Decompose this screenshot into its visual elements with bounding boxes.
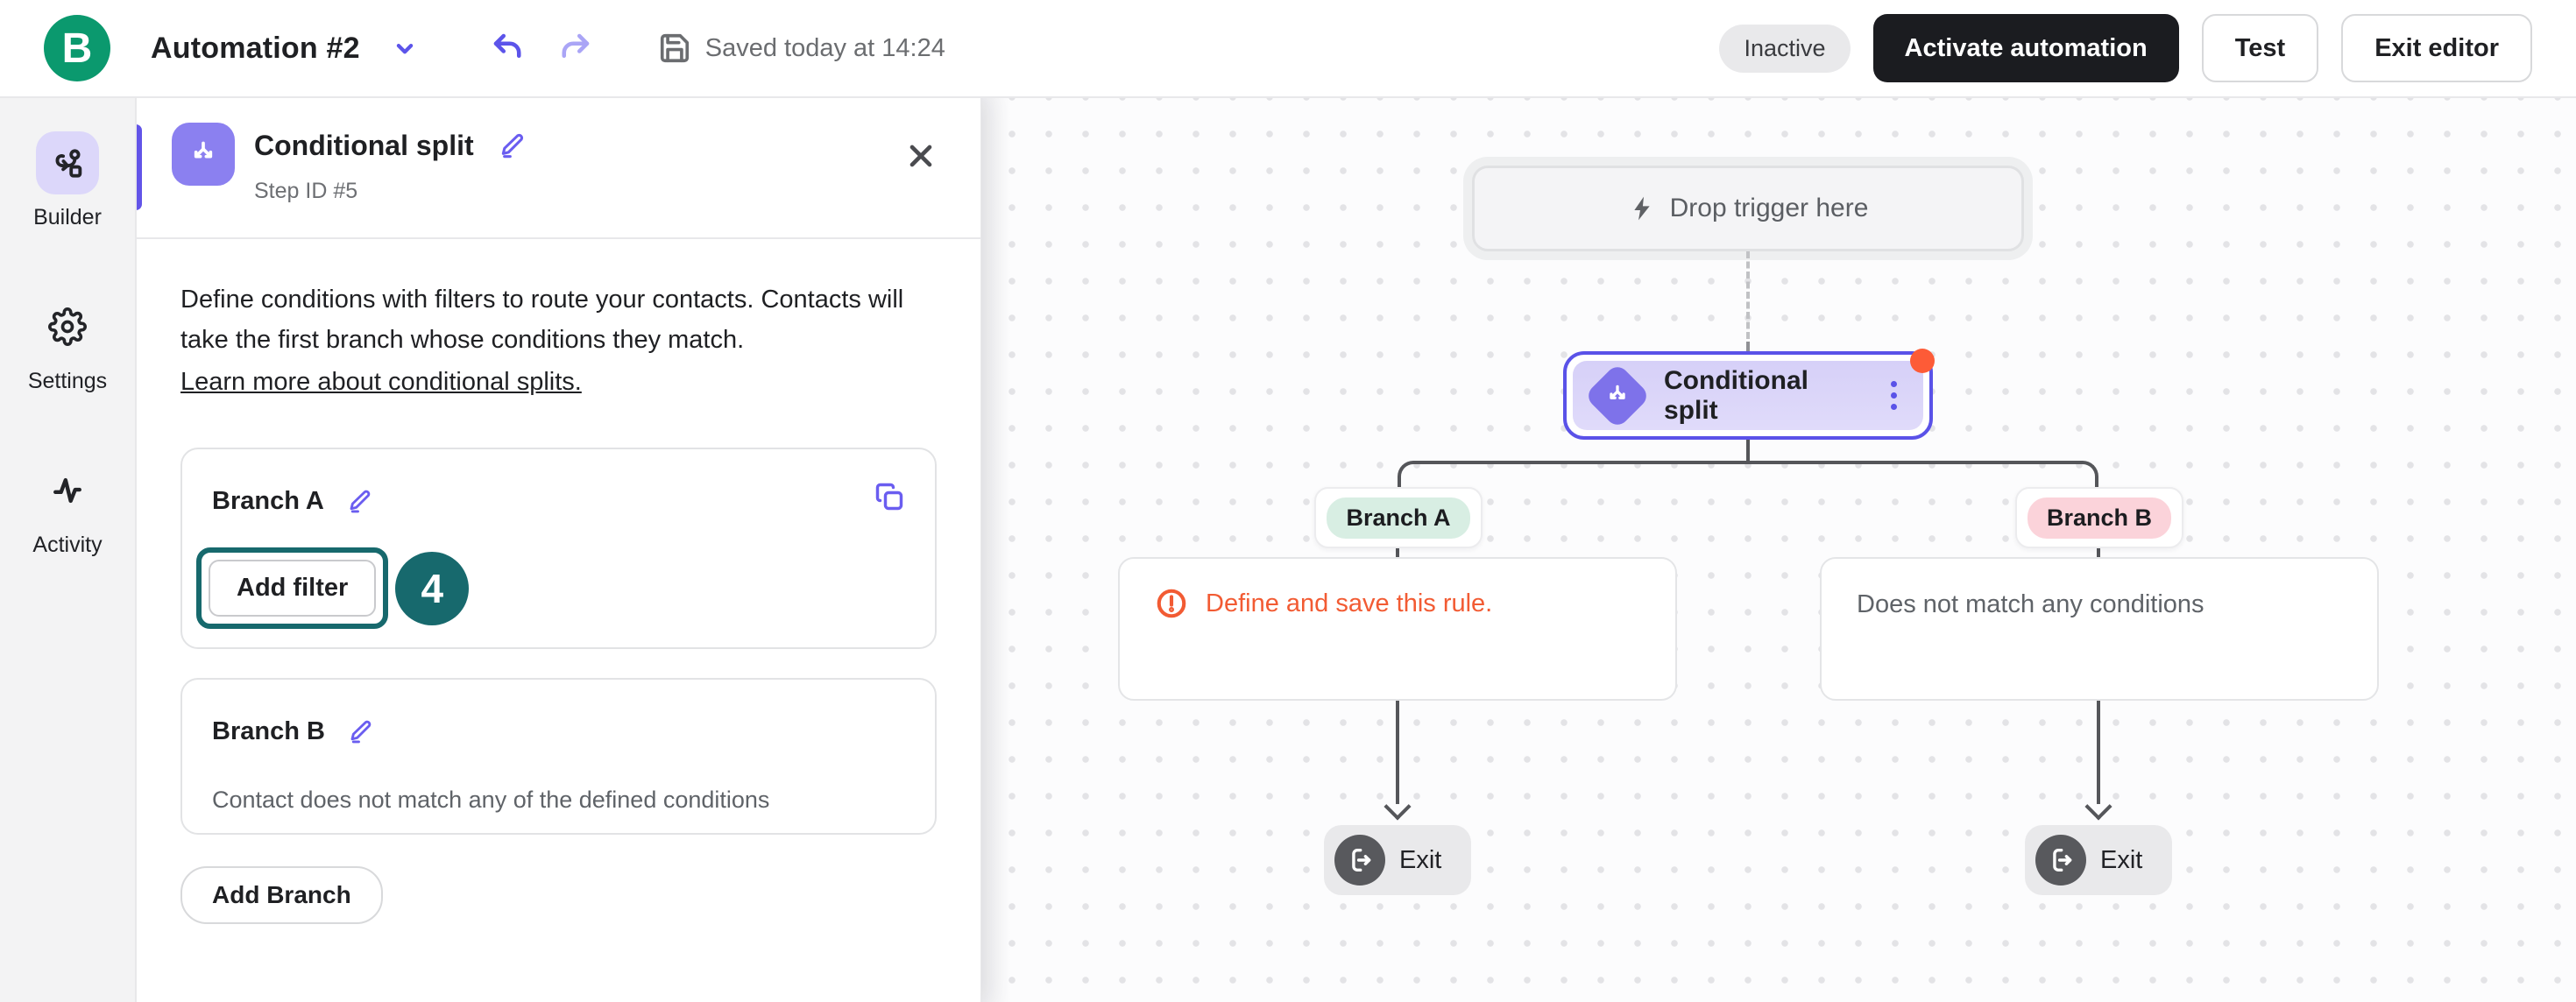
- workflow-icon: [35, 131, 99, 194]
- branch-b-label: Branch B: [2027, 497, 2172, 539]
- branch-b-title: Branch B: [212, 716, 325, 745]
- add-filter-button[interactable]: Add filter: [209, 560, 377, 617]
- annotation-highlight-box: Add filter: [196, 547, 389, 629]
- branch-b-description: Contact does not match any of the define…: [212, 787, 770, 813]
- duplicate-branch-button[interactable]: [870, 477, 909, 516]
- arrowhead-b-icon: [2084, 793, 2112, 821]
- rule-card-a-text: Define and save this rule.: [1206, 589, 1493, 617]
- flow-canvas[interactable]: Drop trigger here Conditional split Bran…: [981, 98, 2576, 1002]
- panel-header: Conditional split Step ID #5: [137, 98, 980, 239]
- connector-exit-b: [2097, 701, 2100, 804]
- conditional-split-icon: [172, 123, 235, 186]
- step-config-panel: Conditional split Step ID #5 Define cond…: [130, 98, 981, 1002]
- save-status: Saved today at 14:24: [658, 32, 945, 65]
- branch-a-label-chip[interactable]: Branch A: [1314, 487, 1483, 548]
- redo-icon: [556, 30, 593, 67]
- save-icon: [658, 32, 691, 65]
- arrowhead-a-icon: [1384, 793, 1412, 821]
- automation-title: Automation #2: [151, 31, 360, 65]
- copy-icon: [874, 481, 905, 512]
- add-branch-button[interactable]: Add Branch: [180, 866, 383, 924]
- panel-shadow: [981, 98, 1011, 1002]
- branch-b-card: Branch B Contact does not match any of t…: [180, 678, 937, 835]
- warning-icon: [1155, 587, 1188, 620]
- brevo-logo: B: [44, 15, 110, 81]
- drop-trigger-zone[interactable]: Drop trigger here: [1472, 166, 2024, 251]
- annotation-badge: 4: [395, 551, 470, 625]
- node-title: Conditional split: [1664, 365, 1808, 425]
- sidebar: Builder Settings Activity: [0, 98, 137, 1002]
- connector-branch-rail: [1398, 461, 2098, 512]
- activity-pulse-icon: [36, 459, 99, 522]
- top-bar: B Automation #2 Saved today at 14:24 Ina…: [0, 0, 2576, 98]
- panel-title: Conditional split: [254, 129, 474, 161]
- pencil-icon: [348, 718, 374, 744]
- save-status-text: Saved today at 14:24: [704, 33, 945, 62]
- sidebar-item-label: Activity: [32, 533, 103, 557]
- rule-card-b-text: Does not match any conditions: [1857, 590, 2204, 618]
- drop-trigger-label: Drop trigger here: [1669, 194, 1869, 222]
- edit-branch-a-button[interactable]: [340, 481, 380, 521]
- undo-button[interactable]: [483, 23, 534, 74]
- rule-card-branch-a[interactable]: Define and save this rule.: [1118, 557, 1677, 701]
- brevo-logo-letter: B: [61, 25, 93, 72]
- node-menu-button[interactable]: [1886, 376, 1902, 415]
- close-icon: [903, 138, 938, 173]
- status-badge: Inactive: [1719, 24, 1851, 73]
- undo-icon: [490, 30, 527, 67]
- exit-icon: [1334, 835, 1385, 886]
- panel-description: Define conditions with filters to route …: [180, 286, 904, 354]
- edit-step-name-button[interactable]: [492, 124, 534, 166]
- branch-a-title: Branch A: [212, 486, 324, 515]
- close-panel-button[interactable]: [898, 133, 944, 179]
- redo-button[interactable]: [549, 23, 600, 74]
- sidebar-item-label: Builder: [33, 205, 102, 229]
- node-split-icon: [1583, 362, 1652, 429]
- exit-editor-button[interactable]: Exit editor: [2341, 14, 2532, 82]
- exit-label: Exit: [2100, 845, 2143, 874]
- branch-b-label-chip[interactable]: Branch B: [2015, 487, 2183, 548]
- step-id: Step ID #5: [254, 179, 358, 203]
- top-bar-actions: Inactive Activate automation Test Exit e…: [1719, 14, 2532, 82]
- test-button[interactable]: Test: [2201, 14, 2319, 82]
- gear-icon: [36, 295, 99, 358]
- flow-node-conditional-split[interactable]: Conditional split: [1563, 351, 1933, 440]
- sidebar-item-builder[interactable]: Builder: [33, 131, 102, 230]
- sidebar-item-settings[interactable]: Settings: [28, 295, 107, 394]
- sidebar-item-activity[interactable]: Activity: [32, 459, 103, 558]
- pencil-icon: [499, 131, 527, 159]
- exit-icon: [2035, 835, 2086, 886]
- sidebar-item-label: Settings: [27, 369, 108, 393]
- connector-stub-b: [2097, 546, 2100, 558]
- connector-node-stem: [1746, 438, 1750, 464]
- connector-exit-a: [1396, 701, 1399, 804]
- title-dropdown-button[interactable]: [383, 26, 427, 70]
- trigger-connector-dashed: [1746, 251, 1750, 339]
- exit-node-b[interactable]: Exit: [2025, 825, 2172, 895]
- lightning-icon: [1628, 194, 1656, 222]
- learn-more-link[interactable]: Learn more about conditional splits.: [180, 368, 582, 396]
- connector-stub-a: [1396, 546, 1399, 558]
- rule-card-branch-b[interactable]: Does not match any conditions: [1820, 557, 2379, 701]
- branch-a-label: Branch A: [1327, 497, 1470, 539]
- activate-automation-button[interactable]: Activate automation: [1872, 14, 2179, 82]
- edit-branch-b-button[interactable]: [341, 711, 381, 752]
- kebab-icon: [1891, 381, 1897, 387]
- trigger-connector-stub: [1746, 342, 1750, 356]
- exit-label: Exit: [1399, 845, 1442, 874]
- chevron-down-icon: [390, 33, 420, 63]
- branch-a-card: Branch A Add filter 4: [180, 448, 937, 649]
- pencil-icon: [347, 488, 373, 514]
- exit-node-a[interactable]: Exit: [1324, 825, 1471, 895]
- node-alert-dot: [1910, 349, 1935, 373]
